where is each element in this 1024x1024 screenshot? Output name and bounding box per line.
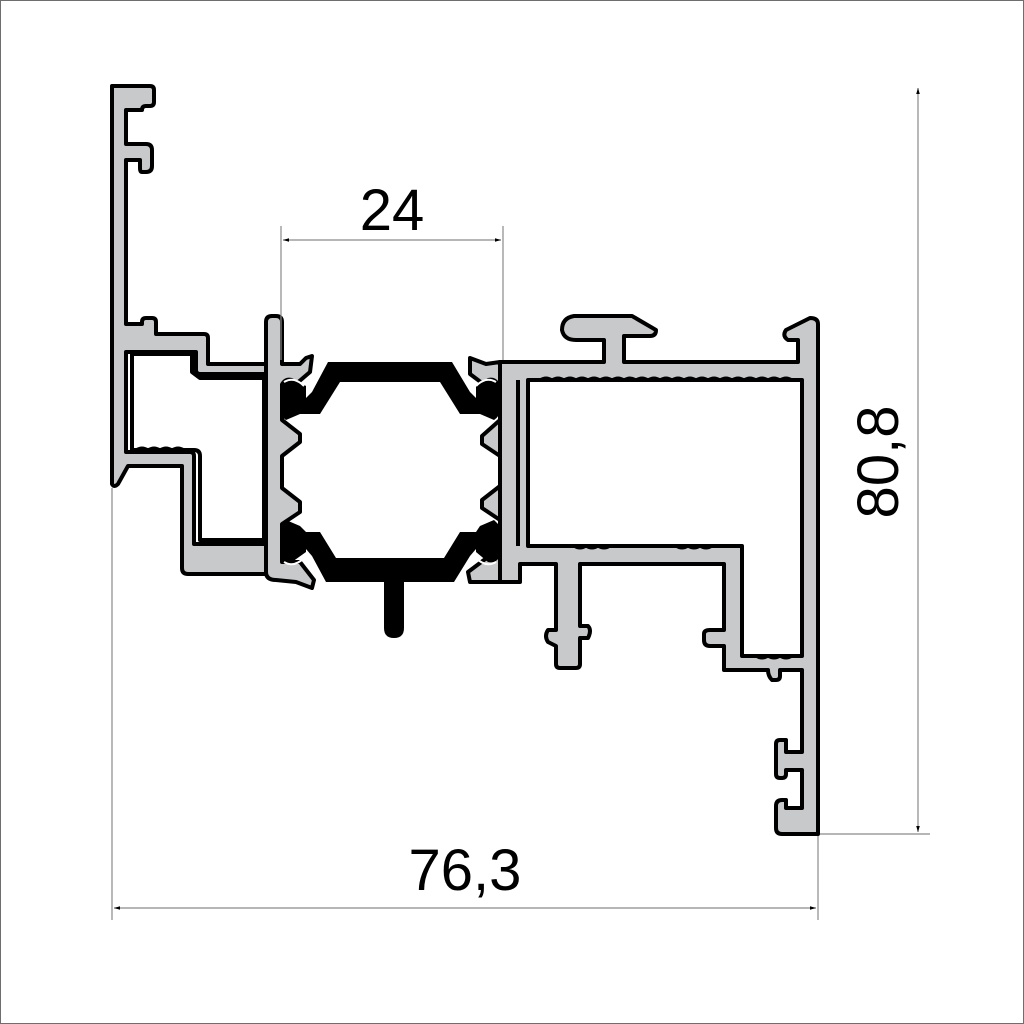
gasket-top-left [280, 377, 306, 420]
glazing-gaskets [280, 377, 500, 563]
gasket-bottom-right [476, 520, 500, 563]
left-glazing-bar [264, 314, 316, 590]
thermal-break-strip [300, 362, 482, 638]
gasket-bottom-left [280, 520, 306, 563]
right-cavity [526, 378, 804, 658]
dimension-overall-width: 76,3 [409, 838, 522, 903]
dimension-overall-height: 80,8 [846, 406, 911, 519]
left-cavity [130, 352, 266, 542]
dimension-glazing-gap: 24 [360, 178, 425, 243]
dimension-lines [111, 88, 930, 920]
